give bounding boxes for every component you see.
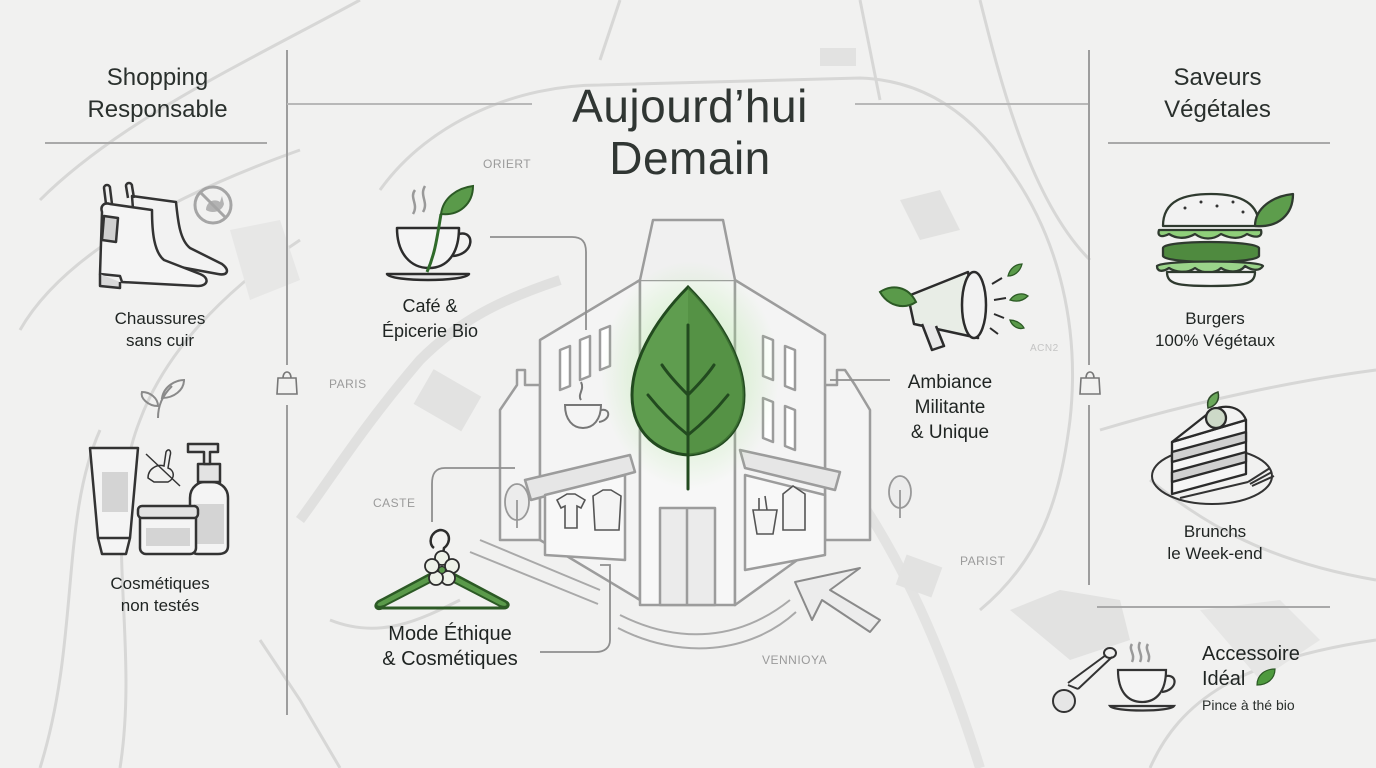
cake-slice-icon <box>1151 391 1275 505</box>
right-item-1-label: Burgers 100% Végétaux <box>1154 309 1276 350</box>
callout-mode-label: Mode Éthique & Cosmétiques <box>382 623 518 670</box>
shopping-bag-icon <box>276 371 298 395</box>
left-panel-title: Shopping Responsable <box>87 64 228 123</box>
tea-cup-icon <box>1107 641 1177 712</box>
main-title: Aujourd’hui Demain <box>572 80 808 184</box>
left-panel-rule <box>45 142 267 144</box>
megaphone-leaf-icon <box>878 263 1030 352</box>
left-divider-line <box>286 50 288 365</box>
right-item-2-label: Brunchs le Week-end <box>1167 522 1263 563</box>
map-label: PARIST <box>960 554 1006 568</box>
accessory-rule <box>1097 606 1330 608</box>
right-divider-line <box>1088 50 1090 365</box>
sprout-icon <box>140 378 186 419</box>
vegan-burger-icon <box>1155 192 1295 288</box>
accessory-title: Accessoire Idéal <box>1202 643 1300 692</box>
left-item-2-label: Cosmétiques non testés <box>110 574 210 615</box>
map-label: CASTE <box>373 496 416 510</box>
boots-icon <box>98 181 229 290</box>
map-label: ACN2 <box>1030 343 1059 354</box>
glowing-leaf-icon <box>630 284 746 491</box>
coffee-leaf-icon <box>385 184 475 282</box>
accessory-subtitle: Pince à thé bio <box>1202 697 1295 713</box>
callout-ambiance-label: Ambiance Militante & Unique <box>907 372 993 443</box>
left-item-1-label: Chaussures sans cuir <box>114 309 206 350</box>
right-panel-rule <box>1108 142 1330 144</box>
map-label: PARIS <box>329 377 367 391</box>
leaf-icon <box>1256 668 1276 686</box>
cosmetics-icon <box>88 442 230 556</box>
right-panel-title: Saveurs Végétales <box>1164 64 1271 123</box>
flower-hanger-icon <box>374 528 510 610</box>
map-label: ORIERT <box>483 157 532 171</box>
tea-infuser-icon <box>1052 647 1117 713</box>
callout-cafe-label: Café & Épicerie Bio <box>381 296 479 341</box>
right-divider-line-lower <box>1088 405 1090 585</box>
shopping-bag-icon <box>1079 371 1101 395</box>
title-rule-left <box>287 103 532 105</box>
map-label: VENNIOYA <box>762 653 828 667</box>
title-rule-right <box>855 103 1088 105</box>
left-divider-line-lower <box>286 405 288 715</box>
no-animal-leather-icon <box>193 185 233 225</box>
accessory-title-line2: Idéal <box>1202 667 1300 692</box>
